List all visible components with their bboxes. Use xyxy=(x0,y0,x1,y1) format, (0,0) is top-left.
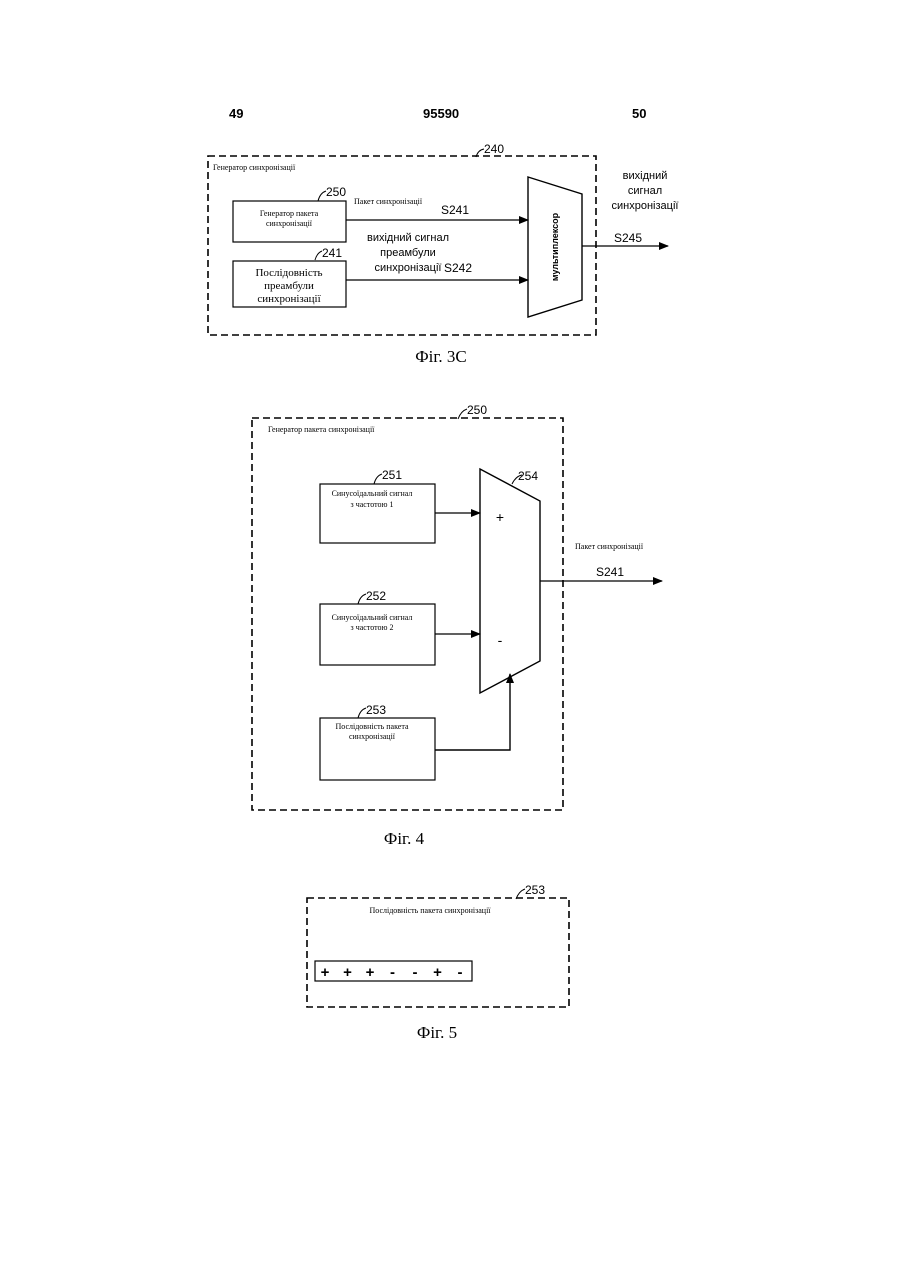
packet-generator-label-2: синхронізації xyxy=(266,219,313,228)
fig3c-caption: Фіг. 3С xyxy=(415,347,467,366)
ref-253-fig5: 253 xyxy=(525,883,545,897)
packet-sync-label: Пакет синхронізації xyxy=(354,197,423,206)
ref-253-leader xyxy=(358,708,366,718)
preamble-sequence-label-1: Послідовність xyxy=(255,267,322,279)
preamble-output-label-3: синхронізації xyxy=(375,262,442,274)
output-sync-label-2: сигнал xyxy=(628,185,662,197)
figure-3c: 240 Генератор синхронізації 250 Генерато… xyxy=(208,142,678,366)
sequence-symbol: + xyxy=(366,964,375,981)
output-sync-label-1: вихідний xyxy=(623,170,668,182)
ref-254: 254 xyxy=(518,469,538,483)
sequence-symbol: - xyxy=(390,964,395,981)
sine-freq2-label-2: з частотою 2 xyxy=(351,623,394,632)
packet-sync-output-label: Пакет синхронізації xyxy=(575,542,644,551)
sequence-symbol: + xyxy=(321,964,330,981)
plus-input-sign: + xyxy=(496,509,504,525)
packet-sequence-label-1: Послідовність пакета xyxy=(335,722,408,731)
switch-254 xyxy=(480,469,540,693)
fig5-caption: Фіг. 5 xyxy=(417,1023,457,1042)
multiplexer-label: мультиплексор xyxy=(550,212,560,281)
sequence-symbol: + xyxy=(433,964,442,981)
sequence-symbol: + xyxy=(343,964,352,981)
s242-label: S242 xyxy=(444,261,472,275)
sine-freq1-label-2: з частотою 1 xyxy=(351,500,394,509)
output-sync-label-3: синхронізації xyxy=(612,200,679,212)
select-control-arrow xyxy=(435,674,510,750)
ref-241-leader xyxy=(315,251,322,260)
ref-250: 250 xyxy=(326,185,346,199)
figure-5: 253 Послідовність пакета синхронізації +… xyxy=(307,883,569,1042)
ref-253: 253 xyxy=(366,703,386,717)
packet-sequence-title: Послідовність пакета синхронізації xyxy=(369,906,491,915)
ref-250-fig4: 250 xyxy=(467,403,487,417)
minus-input-sign: - xyxy=(498,632,503,648)
ref-252-leader xyxy=(358,594,366,604)
fig4-caption: Фіг. 4 xyxy=(384,829,425,848)
sine-freq2-label-1: Синусоїдальний сигнал xyxy=(332,613,413,622)
sync-generator-box xyxy=(208,156,596,335)
ref-240: 240 xyxy=(484,142,504,156)
ref-250-leader xyxy=(318,191,326,201)
preamble-sequence-label-3: синхронізації xyxy=(257,293,321,305)
sequence-symbols: +++--+- xyxy=(321,964,463,981)
ref-251: 251 xyxy=(382,468,402,482)
sine-freq1-label-1: Синусоїдальний сигнал xyxy=(332,489,413,498)
preamble-output-label-1: вихідний сигнал xyxy=(367,232,449,244)
ref-251-leader xyxy=(374,474,382,484)
sequence-symbol: - xyxy=(458,964,463,981)
figure-4: 250 Генератор пакета синхронізації 251 С… xyxy=(252,403,662,848)
packet-generator-label-1: Генератор пакета xyxy=(260,209,319,218)
packet-generator-title: Генератор пакета синхронізації xyxy=(268,425,375,434)
sequence-symbol: - xyxy=(413,964,418,981)
ref-252: 252 xyxy=(366,589,386,603)
s245-label: S245 xyxy=(614,231,642,245)
preamble-sequence-label-2: преамбули xyxy=(264,280,314,292)
s241-label: S241 xyxy=(441,203,469,217)
s241-output-label: S241 xyxy=(596,565,624,579)
packet-sequence-label-2: синхронізації xyxy=(349,732,396,741)
ref-241: 241 xyxy=(322,246,342,260)
sync-generator-title: Генератор синхронізації xyxy=(213,163,296,172)
preamble-output-label-2: преамбули xyxy=(380,247,436,259)
